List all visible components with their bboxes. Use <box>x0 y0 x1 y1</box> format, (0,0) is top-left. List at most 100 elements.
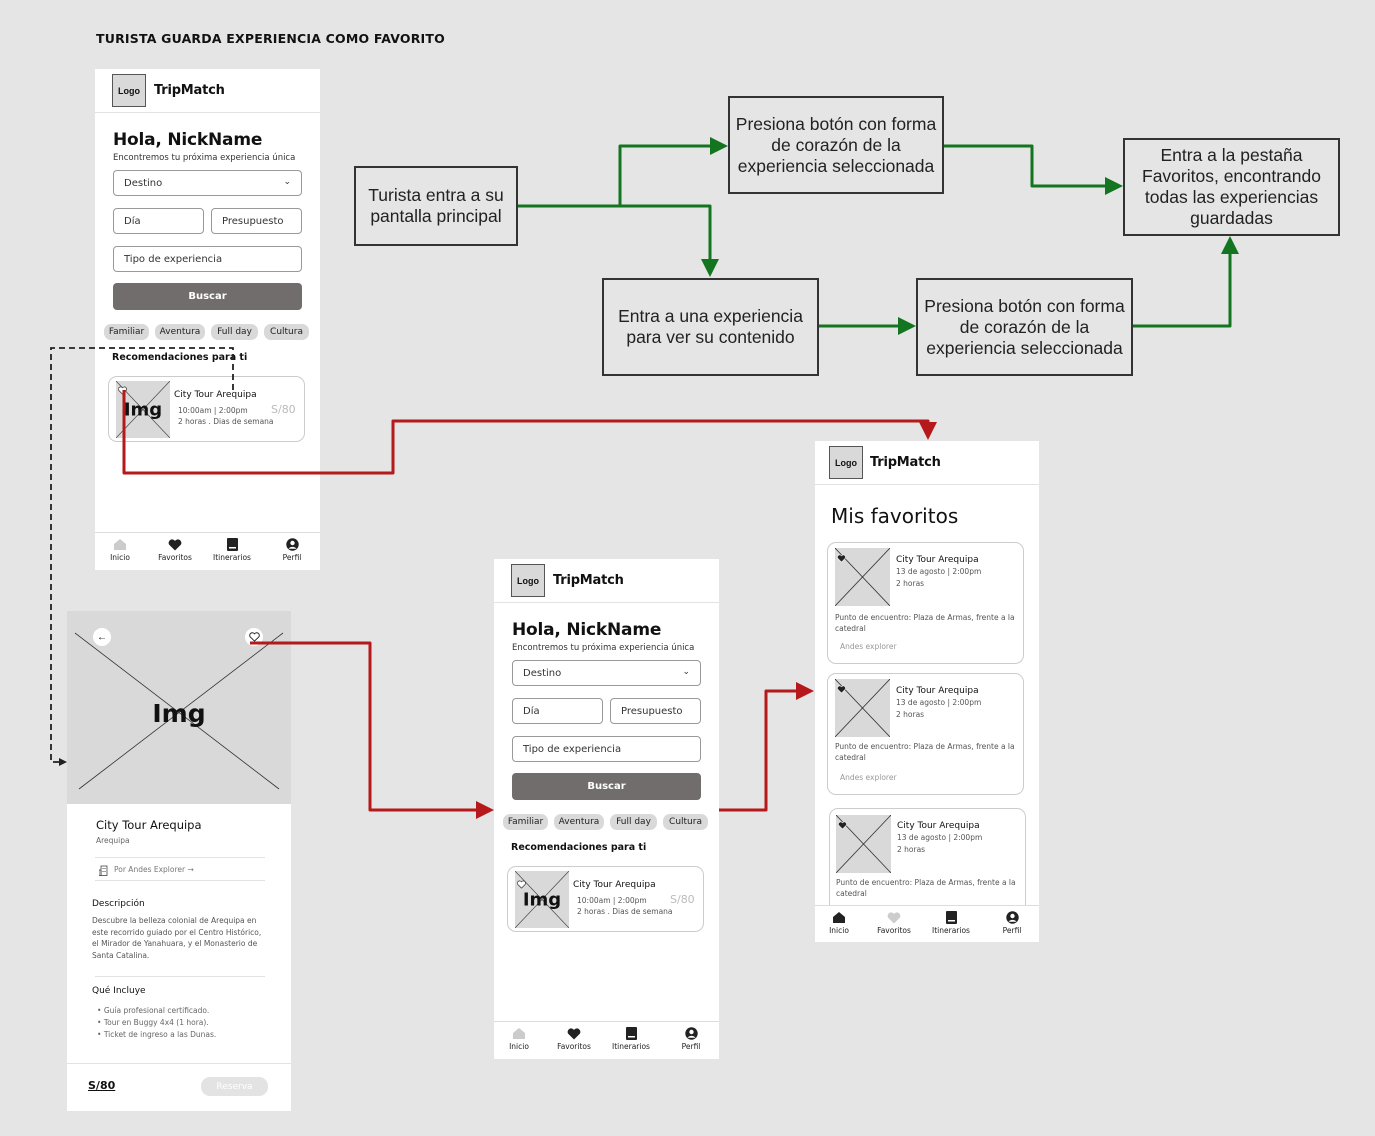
presupuesto-field[interactable]: Presupuesto <box>211 208 302 234</box>
heart-icon[interactable] <box>245 628 263 646</box>
reserve-button[interactable]: Reserva <box>201 1077 268 1096</box>
image-placeholder-label: Img <box>522 889 562 910</box>
nav-itinerarios[interactable]: Itinerarios <box>207 537 257 562</box>
page-title: TURISTA GUARDA EXPERIENCIA COMO FAVORITO <box>96 31 445 46</box>
detail-location: Arequipa <box>96 836 130 845</box>
nav-label: Favoritos <box>557 1042 591 1051</box>
dia-field[interactable]: Día <box>113 208 204 234</box>
book-icon <box>207 537 257 552</box>
chip-cultura[interactable]: Cultura <box>264 324 309 340</box>
card-duration: 2 horas <box>897 845 926 854</box>
heart-icon[interactable] <box>837 550 846 568</box>
chip-aventura[interactable]: Aventura <box>554 814 604 830</box>
card-date: 13 de agosto | 2:00pm <box>896 567 982 576</box>
nav-perfil[interactable]: Perfil <box>987 910 1037 935</box>
favorite-card[interactable]: City Tour Arequipa 13 de agosto | 2:00pm… <box>829 808 1026 918</box>
chip-fullday[interactable]: Full day <box>211 324 258 340</box>
home-screen-1: Logo TripMatch Hola, NickName Encontremo… <box>95 69 320 570</box>
nav-favoritos[interactable]: Favoritos <box>869 910 919 935</box>
card-image: Img <box>515 871 569 928</box>
home-icon <box>95 537 145 552</box>
card-date: 13 de agosto | 2:00pm <box>897 833 983 842</box>
recommendation-card[interactable]: Img City Tour Arequipa 10:00am | 2:00pm … <box>507 866 704 932</box>
favorite-card[interactable]: City Tour Arequipa 13 de agosto | 2:00pm… <box>827 542 1024 664</box>
chip-aventura[interactable]: Aventura <box>155 324 205 340</box>
heart-icon <box>150 537 200 552</box>
nav-perfil[interactable]: Perfil <box>666 1026 716 1051</box>
bottom-nav: Inicio Favoritos Itinerarios Perfil <box>95 532 320 570</box>
red-arrow <box>719 682 814 812</box>
nav-label: Perfil <box>1002 926 1022 935</box>
user-icon <box>267 537 317 552</box>
card-price: S/80 <box>271 403 296 416</box>
building-icon <box>98 863 109 881</box>
nav-label: Itinerarios <box>213 553 251 562</box>
favorites-screen: Logo TripMatch Mis favoritos City Tour A… <box>815 441 1039 942</box>
bottom-nav: Inicio Favoritos Itinerarios Perfil <box>494 1021 719 1059</box>
nav-itinerarios[interactable]: Itinerarios <box>606 1026 656 1051</box>
card-title: City Tour Arequipa <box>897 821 980 831</box>
card-title: City Tour Arequipa <box>896 686 979 696</box>
flow-box-favorites-tab: Entra a la pestaña Favoritos, encontrand… <box>1123 138 1340 236</box>
green-arrow <box>1133 236 1239 328</box>
detail-image: Img ← <box>67 611 291 804</box>
nav-label: Inicio <box>829 926 849 935</box>
card-provider: Andes explorer <box>840 642 897 651</box>
book-icon <box>926 910 976 925</box>
tipo-field[interactable]: Tipo de experiencia <box>113 246 302 272</box>
nav-perfil[interactable]: Perfil <box>267 537 317 562</box>
flow-box-heart-top: Presiona botón con forma de corazón de l… <box>728 96 944 194</box>
dia-field[interactable]: Día <box>512 698 603 724</box>
user-icon <box>666 1026 716 1041</box>
chip-familiar[interactable]: Familiar <box>104 324 149 340</box>
card-price: S/80 <box>670 893 695 906</box>
favorite-card[interactable]: City Tour Arequipa 13 de agosto | 2:00pm… <box>827 673 1024 795</box>
include-text: Guía profesional certificado. <box>103 1006 210 1015</box>
chip-familiar[interactable]: Familiar <box>503 814 548 830</box>
green-arrow <box>944 144 1123 195</box>
nav-inicio[interactable]: Inicio <box>95 537 145 562</box>
buscar-button[interactable]: Buscar <box>113 283 302 310</box>
logo: Logo <box>112 74 146 107</box>
brand-name: TripMatch <box>870 455 941 470</box>
heart-icon[interactable] <box>838 817 847 835</box>
heart-icon[interactable] <box>837 681 846 699</box>
recommendations-title: Recomendaciones para ti <box>511 842 647 853</box>
presupuesto-field[interactable]: Presupuesto <box>610 698 701 724</box>
card-title: City Tour Arequipa <box>896 555 979 565</box>
nav-label: Inicio <box>509 1042 529 1051</box>
recommendation-card[interactable]: Img City Tour Arequipa 10:00am | 2:00pm … <box>108 376 305 442</box>
destino-select[interactable]: Destino ⌄ <box>512 660 701 686</box>
greeting: Hola, NickName <box>512 620 662 640</box>
include-text: Tour en Buggy 4x4 (1 hora). <box>103 1018 209 1027</box>
card-time: 10:00am | 2:00pm <box>178 406 248 415</box>
include-item: • Tour en Buggy 4x4 (1 hora). <box>97 1018 209 1027</box>
destino-label: Destino <box>124 177 163 189</box>
bottom-nav: Inicio Favoritos Itinerarios Perfil <box>815 905 1039 942</box>
flow-box-heart-bottom: Presiona botón con forma de corazón de l… <box>916 278 1133 376</box>
heart-icon[interactable] <box>118 382 127 400</box>
chip-fullday[interactable]: Full day <box>610 814 657 830</box>
provider-link[interactable]: Por Andes Explorer → <box>114 865 194 874</box>
buscar-button[interactable]: Buscar <box>512 773 701 800</box>
card-provider: Andes explorer <box>840 773 897 782</box>
nav-label: Favoritos <box>158 553 192 562</box>
card-date: 13 de agosto | 2:00pm <box>896 698 982 707</box>
card-meta: 2 horas . Dias de semana <box>577 907 673 916</box>
nav-label: Itinerarios <box>932 926 970 935</box>
nav-favoritos[interactable]: Favoritos <box>549 1026 599 1051</box>
nav-itinerarios[interactable]: Itinerarios <box>926 910 976 935</box>
detail-title: City Tour Arequipa <box>96 818 202 832</box>
book-icon <box>606 1026 656 1041</box>
tipo-field[interactable]: Tipo de experiencia <box>512 736 701 762</box>
greeting: Hola, NickName <box>113 130 263 150</box>
chevron-down-icon: ⌄ <box>283 177 291 187</box>
nav-inicio[interactable]: Inicio <box>815 910 864 935</box>
heart-icon[interactable] <box>517 876 526 894</box>
destino-select[interactable]: Destino ⌄ <box>113 170 302 196</box>
nav-inicio[interactable]: Inicio <box>494 1026 544 1051</box>
back-arrow-icon[interactable]: ← <box>93 628 111 646</box>
nav-favoritos[interactable]: Favoritos <box>150 537 200 562</box>
chip-cultura[interactable]: Cultura <box>663 814 708 830</box>
destino-label: Destino <box>523 667 562 679</box>
